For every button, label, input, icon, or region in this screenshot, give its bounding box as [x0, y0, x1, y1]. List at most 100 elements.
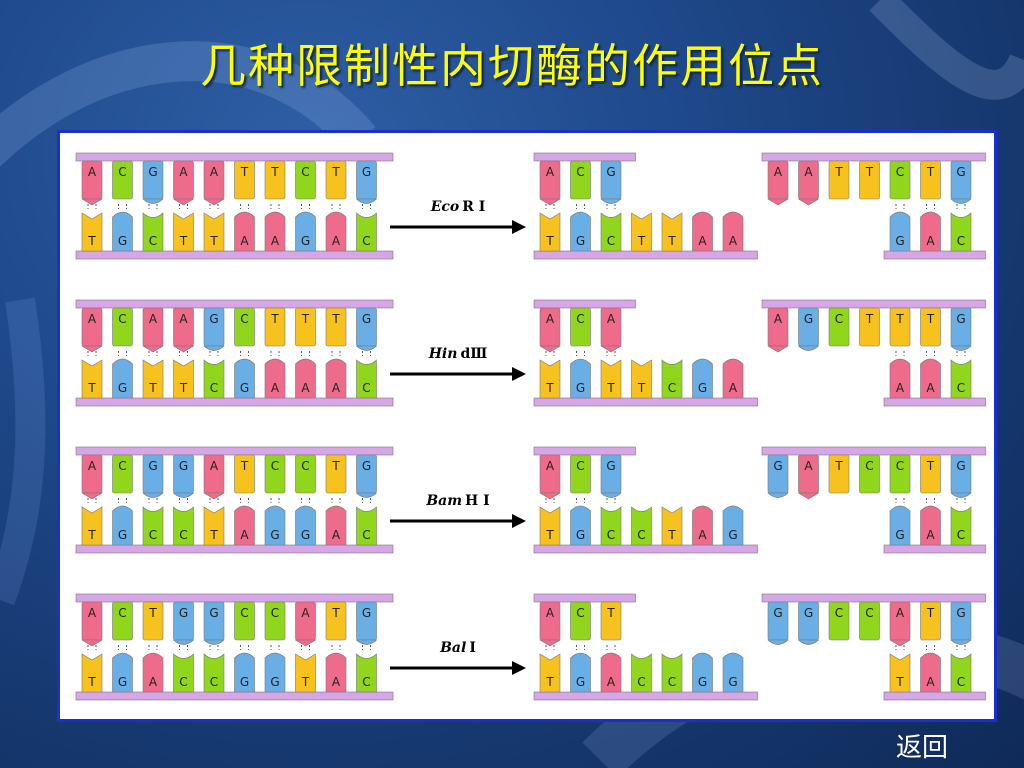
- base-letter: G: [804, 312, 813, 326]
- base-body: [859, 160, 880, 200]
- base-C: C: [661, 359, 683, 399]
- base-letter: A: [332, 528, 341, 542]
- base-letter: G: [118, 675, 127, 689]
- base-tip: [797, 198, 820, 206]
- base-body: [692, 358, 713, 399]
- base-letter: C: [896, 459, 904, 473]
- base-T: T: [81, 359, 103, 399]
- base-body: [722, 652, 744, 693]
- base-letter: A: [546, 165, 555, 179]
- base-letter: G: [956, 606, 965, 620]
- enzyme-name-rest: R Ⅰ: [462, 199, 485, 215]
- backbone: [533, 544, 758, 554]
- backbone: [75, 299, 394, 309]
- base-body: [920, 454, 941, 494]
- base-C: C: [631, 653, 652, 693]
- base-C: C: [356, 359, 377, 399]
- base-body: [600, 359, 622, 399]
- base-letter: C: [118, 606, 126, 620]
- base-A: A: [538, 601, 562, 647]
- base-letter: A: [926, 234, 935, 248]
- base-A: A: [538, 307, 562, 353]
- base-letter: A: [774, 312, 783, 326]
- base-body: [631, 653, 652, 693]
- base-A: A: [889, 358, 911, 399]
- backbone: [761, 446, 986, 456]
- base-body: [142, 359, 164, 399]
- base-C: C: [173, 506, 194, 546]
- base-body: [722, 505, 744, 546]
- base-letter: A: [210, 165, 219, 179]
- base-G: G: [142, 160, 164, 204]
- base-G: G: [692, 652, 713, 693]
- base-letter: T: [301, 312, 310, 326]
- base-letter: G: [576, 675, 585, 689]
- base-G: G: [112, 358, 133, 399]
- base-letter: G: [773, 459, 782, 473]
- base-letter: C: [865, 459, 873, 473]
- base-letter: C: [362, 381, 370, 395]
- return-button[interactable]: 返回: [896, 733, 949, 763]
- base-tip: [355, 198, 378, 204]
- base-C: C: [950, 653, 972, 693]
- base-letter: C: [957, 675, 965, 689]
- base-tip: [950, 492, 972, 498]
- base-letter: A: [149, 675, 158, 689]
- enzyme-name-italic: Bal: [439, 640, 466, 656]
- base-letter: A: [240, 234, 249, 248]
- base-G: G: [355, 307, 378, 351]
- base-G: G: [112, 505, 133, 546]
- base-letter: A: [88, 312, 97, 326]
- backbone: [75, 544, 394, 554]
- base-letter: G: [804, 606, 813, 620]
- enzyme-name-italic: Bam: [425, 493, 462, 509]
- base-body: [325, 454, 347, 494]
- base-letter: G: [118, 234, 127, 248]
- base-T: T: [600, 601, 622, 641]
- base-G: G: [295, 505, 316, 546]
- base-body: [81, 212, 103, 252]
- base-letter: A: [332, 675, 341, 689]
- base-letter: A: [546, 312, 555, 326]
- base-body: [570, 307, 591, 347]
- base-G: G: [797, 307, 820, 351]
- base-A: A: [264, 211, 286, 252]
- base-G: G: [950, 601, 972, 645]
- base-C: C: [828, 601, 850, 641]
- base-body: [828, 601, 850, 641]
- base-body: [539, 653, 561, 693]
- base-A: A: [202, 160, 226, 206]
- base-letter: A: [149, 312, 158, 326]
- base-A: A: [172, 160, 195, 206]
- base-C: C: [828, 307, 850, 347]
- base-tip: [538, 345, 562, 353]
- base-letter: T: [545, 528, 554, 542]
- base-letter: T: [209, 234, 218, 248]
- backbone: [883, 691, 986, 701]
- base-A: A: [294, 601, 317, 647]
- base-body: [570, 211, 591, 252]
- base-letter: C: [301, 165, 309, 179]
- enzyme-name-rest: dⅢ: [460, 346, 487, 362]
- base-letter: C: [271, 459, 279, 473]
- base-body: [325, 307, 347, 347]
- base-letter: T: [87, 675, 96, 689]
- base-G: G: [600, 160, 622, 204]
- base-letter: T: [87, 381, 96, 395]
- base-letter: A: [607, 312, 616, 326]
- base-body: [203, 506, 225, 546]
- base-T: T: [325, 454, 347, 494]
- base-body: [889, 307, 911, 347]
- base-A: A: [295, 358, 316, 399]
- base-letter: A: [926, 528, 935, 542]
- base-letter: C: [957, 234, 965, 248]
- base-letter: C: [179, 675, 187, 689]
- base-letter: A: [698, 528, 707, 542]
- base-C: C: [600, 506, 622, 546]
- base-letter: G: [576, 381, 585, 395]
- base-letter: T: [865, 312, 874, 326]
- backbone: [533, 446, 636, 456]
